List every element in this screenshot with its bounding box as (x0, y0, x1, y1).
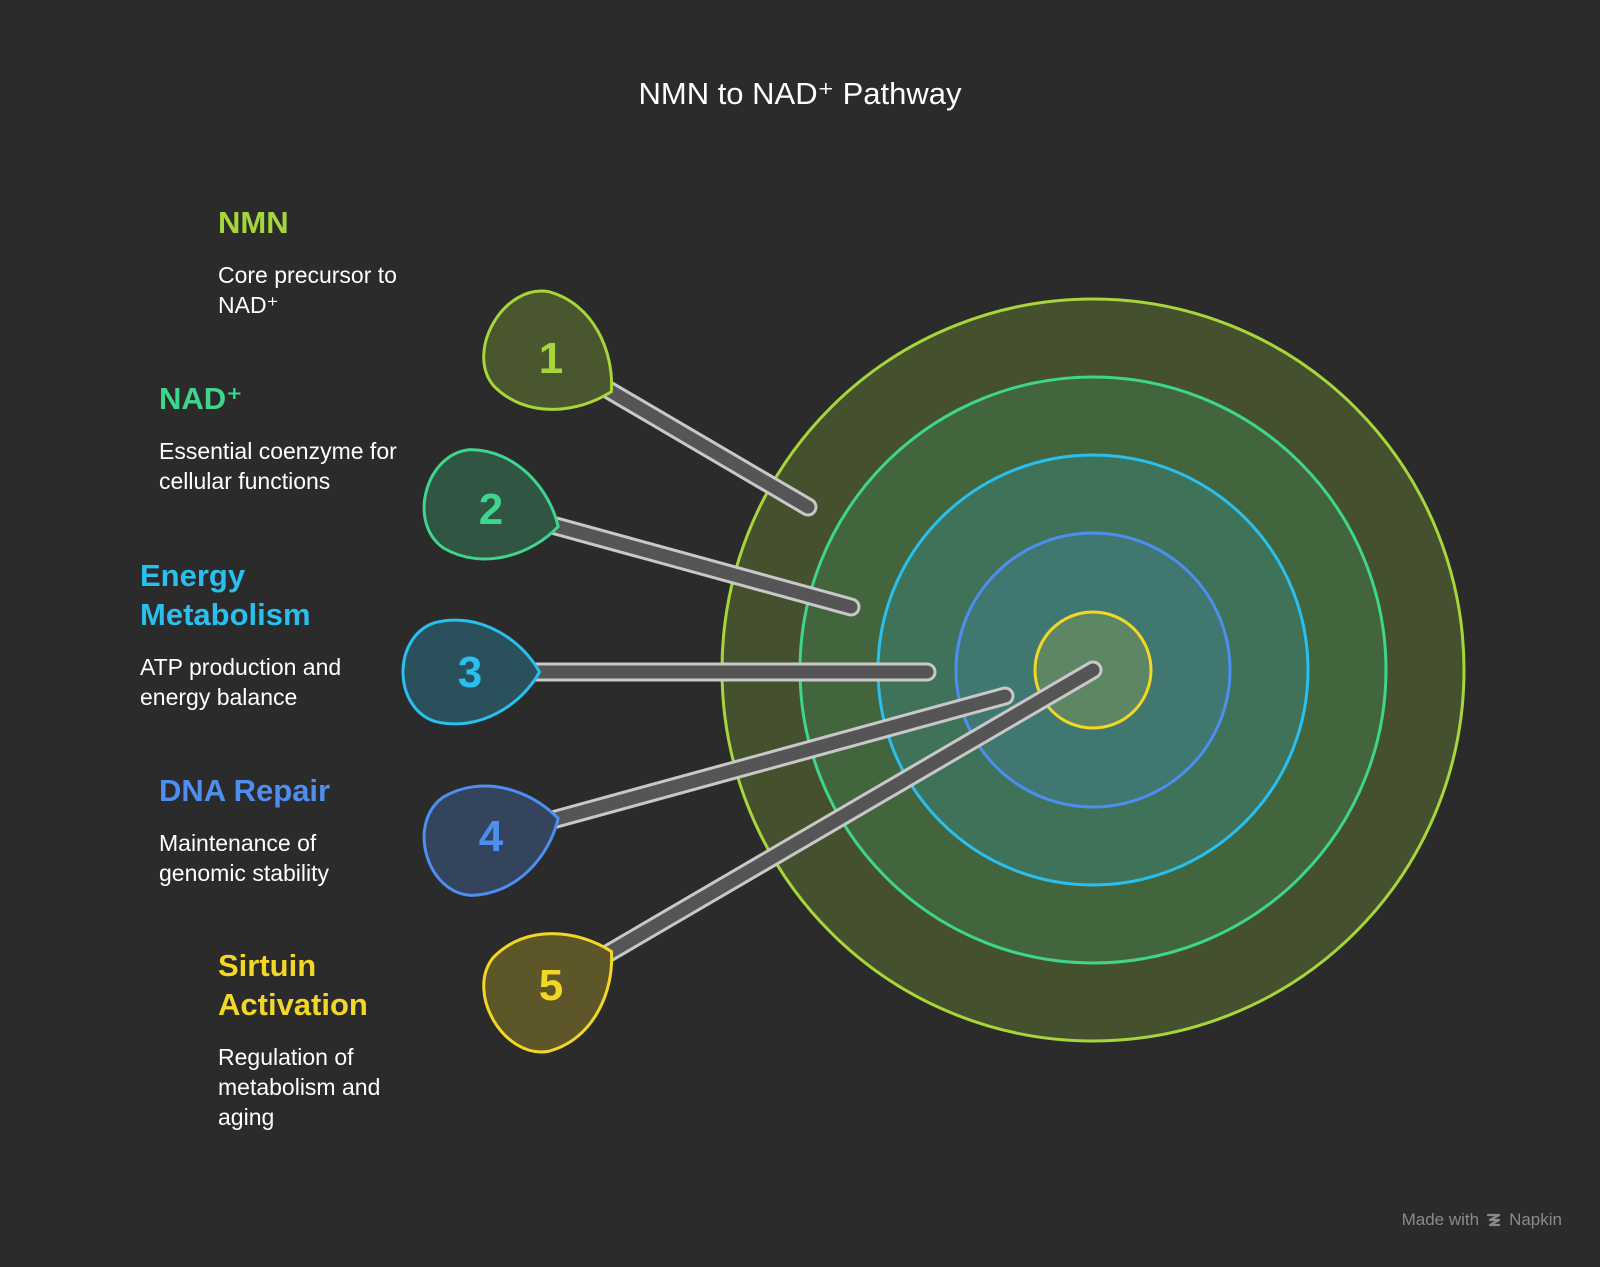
dart-number: 1 (539, 334, 563, 383)
dart-flight (401, 618, 542, 726)
item-nad: NAD⁺ Essential coenzyme for cellular fun… (159, 379, 399, 496)
dart-shaft (547, 663, 1100, 992)
dart-4: 4 (422, 686, 1015, 897)
page-title: NMN to NAD⁺ Pathway (638, 76, 962, 111)
dart-flight-bg (483, 291, 612, 410)
dart-flight (422, 784, 560, 897)
item-description: Regulation of metabolism and aging (218, 1044, 381, 1130)
dart-flight-bg (483, 933, 612, 1052)
item-sirtuin-activation: Sirtuin Activation Regulation of metabol… (218, 946, 418, 1132)
item-energy-metabolism: Energy Metabolism ATP production and ene… (140, 556, 370, 712)
dart-flight-bg (424, 786, 559, 896)
item-dna-repair: DNA Repair Maintenance of genomic stabil… (159, 771, 389, 888)
napkin-brand: Napkin (1509, 1210, 1562, 1229)
dart-2: 2 (422, 448, 861, 617)
item-title: Sirtuin Activation (218, 948, 368, 1022)
dart-number: 2 (479, 485, 503, 534)
made-with-napkin: Made with Napkin (1402, 1210, 1562, 1230)
item-description: Essential coenzyme for cellular function… (159, 438, 397, 494)
dart-flight (482, 289, 614, 411)
dart-flight (422, 448, 560, 561)
item-title: NAD⁺ (159, 381, 243, 416)
item-description: Maintenance of genomic stability (159, 830, 330, 886)
dart-number: 5 (539, 961, 563, 1010)
darts: 1 2 3 4 5 (401, 289, 1103, 1054)
dart-flight-bg (424, 449, 559, 559)
dart-1: 1 (482, 289, 818, 517)
item-title: Energy Metabolism (140, 558, 311, 632)
dart-5: 5 (482, 660, 1103, 1054)
item-title: NMN (218, 205, 289, 240)
dart-shaft (487, 689, 1012, 843)
item-description: ATP production and energy balance (140, 654, 342, 710)
made-with-label: Made with (1401, 1210, 1480, 1229)
dart-number: 4 (479, 812, 504, 861)
item-title: DNA Repair (159, 773, 331, 808)
item-nmn: NMN Core precursor to NAD⁺ (218, 203, 458, 320)
dart-flight-bg (403, 620, 540, 724)
item-description: Core precursor to NAD⁺ (218, 262, 397, 318)
napkin-logo-icon (1485, 1211, 1503, 1229)
dart-flight (482, 932, 614, 1054)
dart-number: 3 (458, 648, 482, 697)
dart-3: 3 (401, 618, 937, 726)
